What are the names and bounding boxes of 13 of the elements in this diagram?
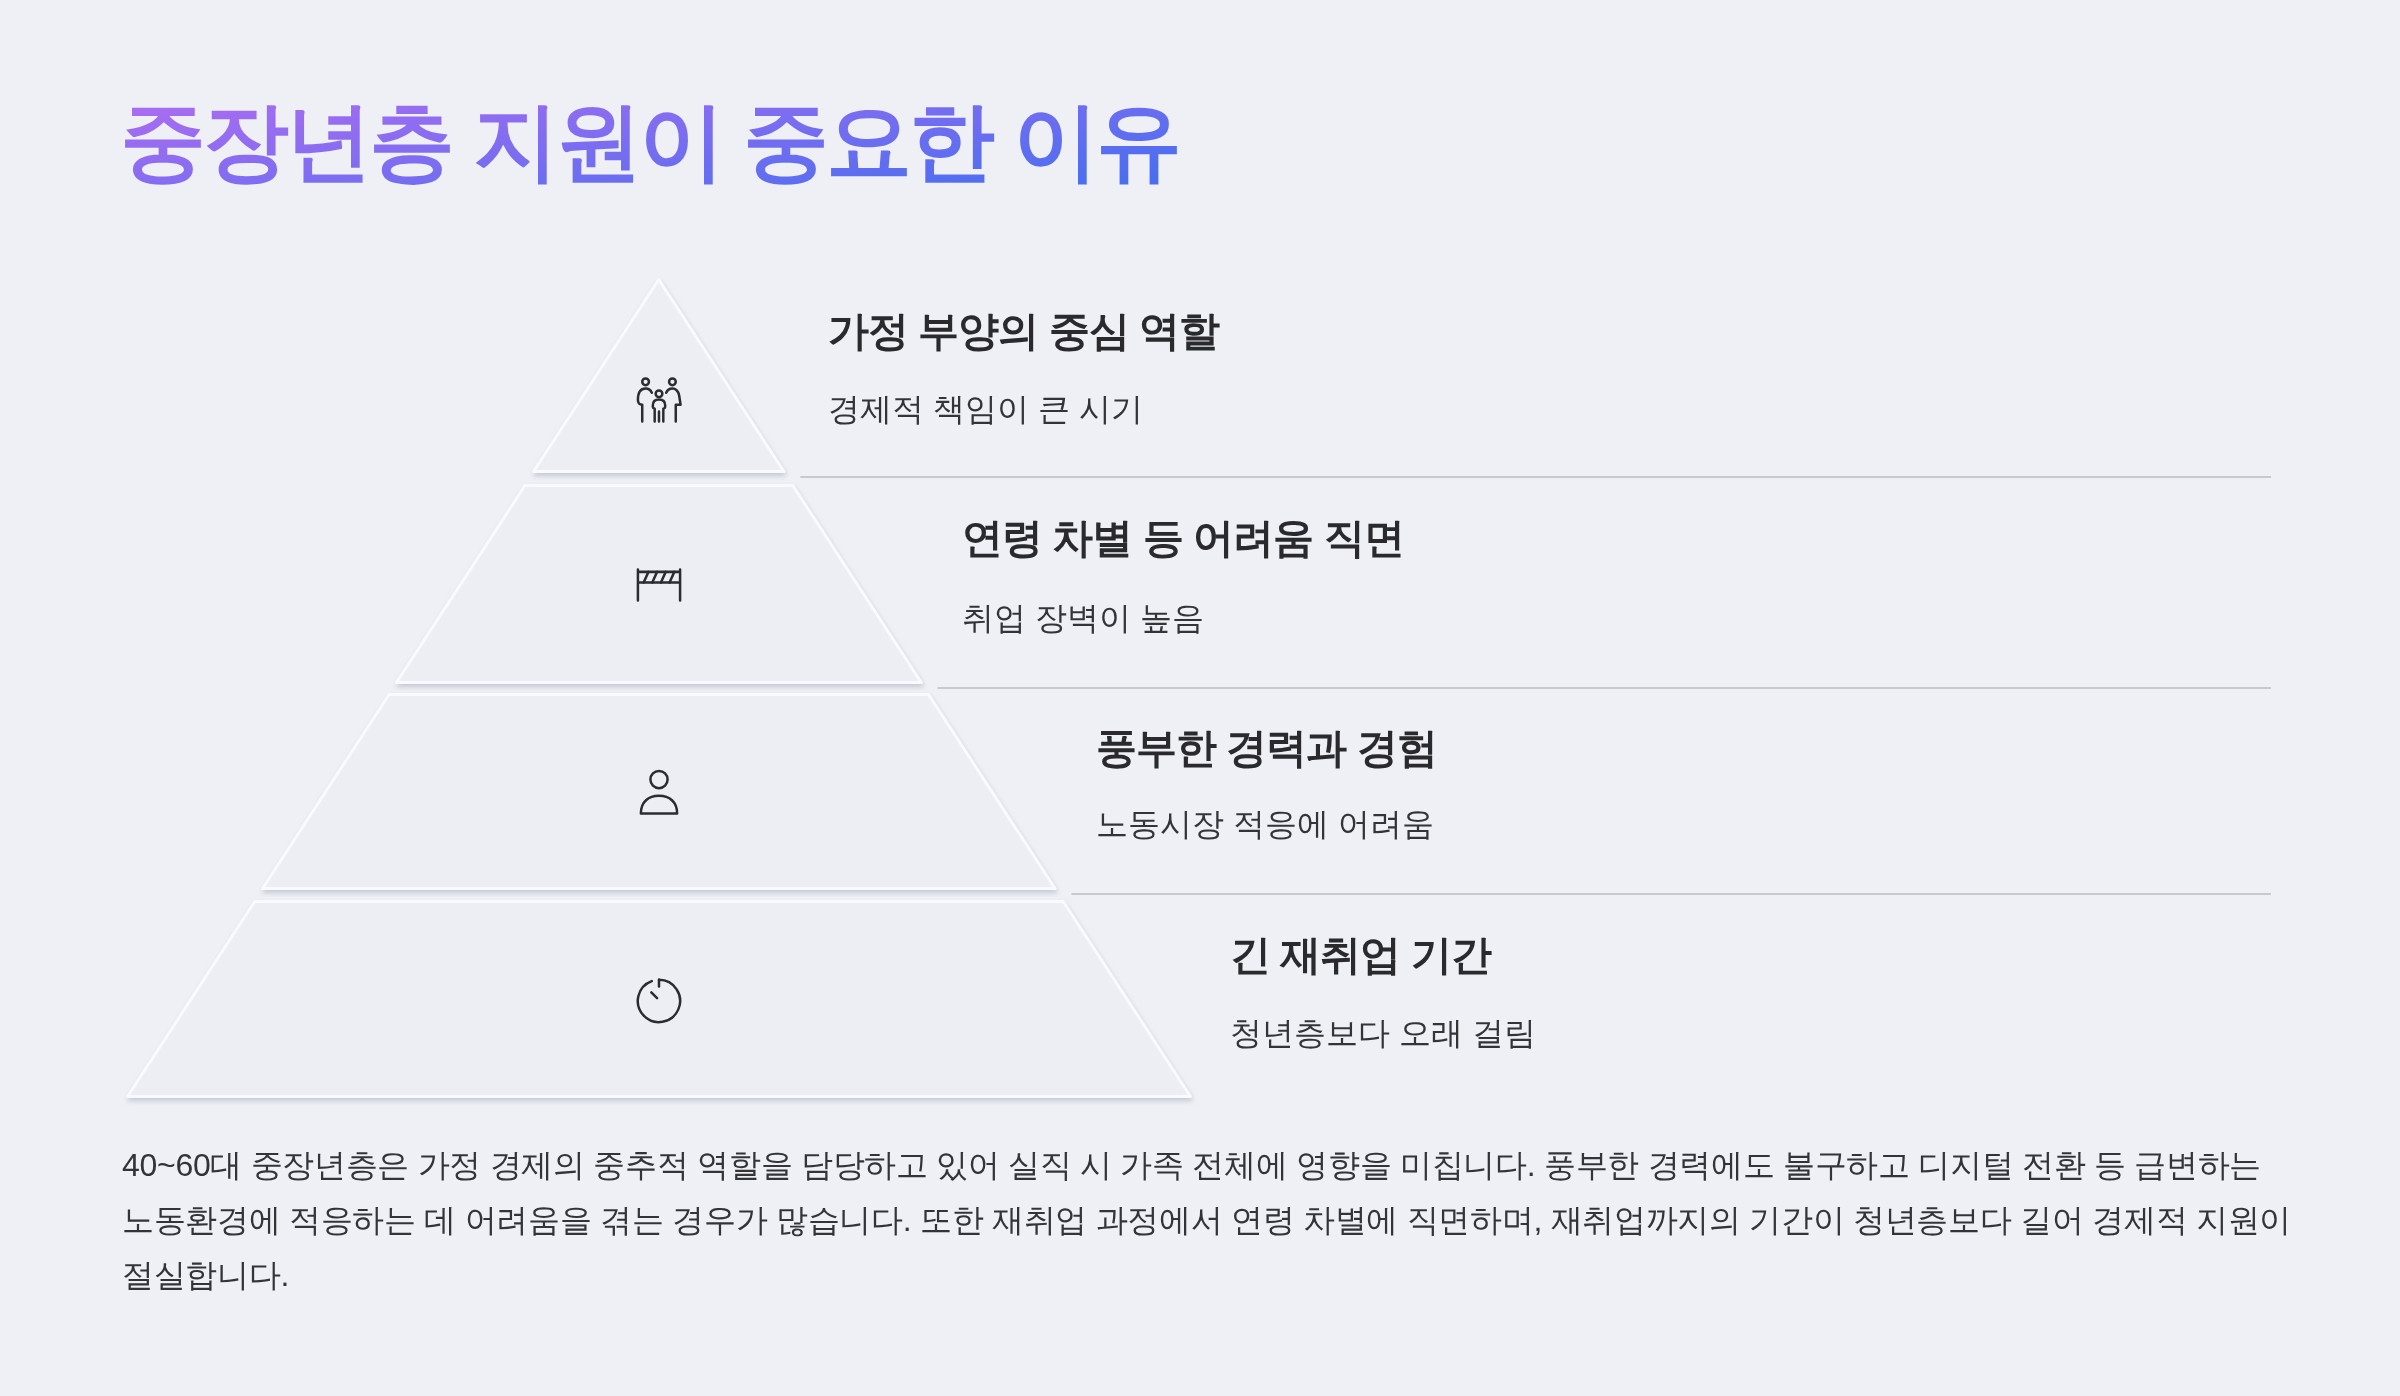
pyramid-tier: [261, 693, 1057, 890]
tier-description: 청년층보다 오래 걸림: [1230, 1014, 1536, 1053]
tier-heading: 풍부한 경력과 경험: [1096, 724, 1437, 773]
pyramid-tier: [532, 278, 786, 473]
pyramid-tier: [126, 900, 1192, 1098]
tier-description: 노동시장 적응에 어려움: [1096, 805, 1434, 844]
tier-heading: 긴 재취업 기간: [1230, 931, 1491, 980]
tier-heading: 가정 부양의 중심 역할: [828, 307, 1220, 356]
tier-description: 취업 장벽이 높음: [962, 599, 1204, 638]
tier-heading: 연령 차별 등 어려움 직면: [962, 514, 1404, 563]
caption-paragraph: 40~60대 중장년층은 가정 경제의 중추적 역할을 담당하고 있어 실직 시 가족 전체에 영향을 미칩니다. 풍부한 경력에도 불구하고 디지털 전환 등 급변하는 노동환경에 적응하는 데 어려움을 겪는 경우가 많습니다. 또한 재취업 과정에서 연령 차별에 직면하며, 재취업까지의 기간이 청년층보다 길어 경제적 지원이 절실합니다.: [122, 1146, 2292, 1295]
pyramid-tier: [395, 484, 923, 684]
tier-description: 경제적 책임이 큰 시기: [828, 390, 1143, 429]
